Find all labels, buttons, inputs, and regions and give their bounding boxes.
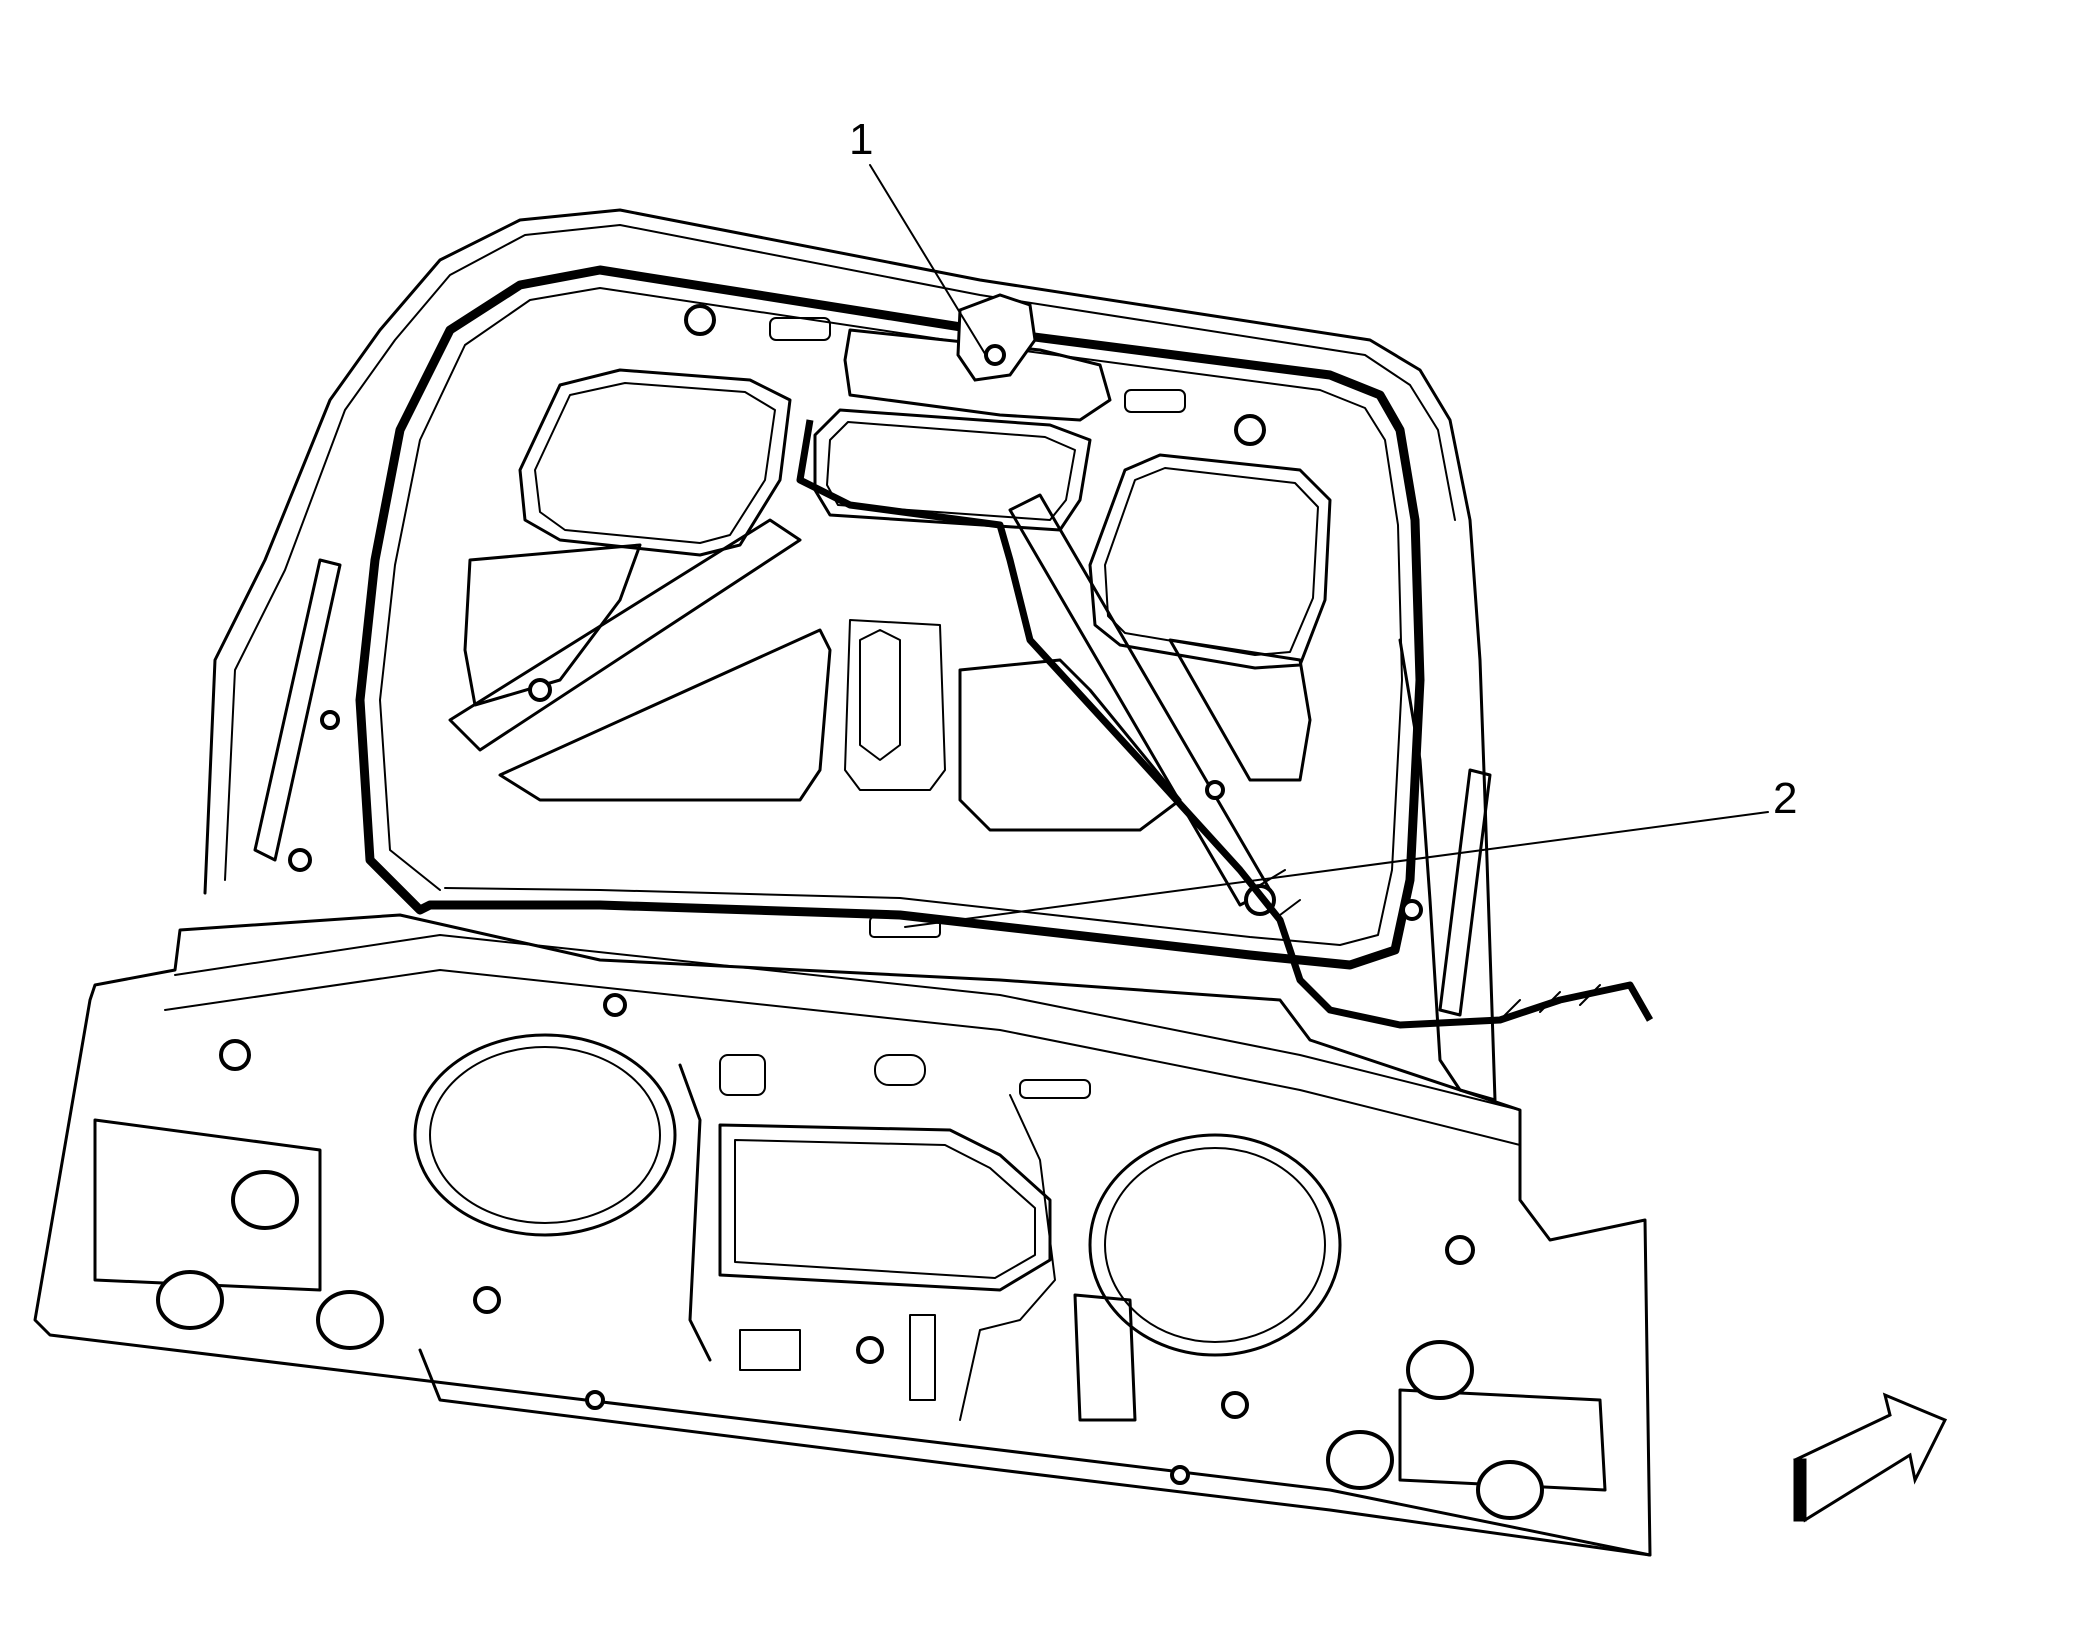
callout-2-label: 2 bbox=[1773, 774, 1798, 823]
callout-2-leader bbox=[904, 811, 1769, 928]
front-direction-arrow-icon bbox=[1793, 1392, 1948, 1523]
callout-1-label: 1 bbox=[849, 115, 874, 164]
callout-1-leader bbox=[869, 164, 991, 363]
rear-body-panel bbox=[33, 913, 1652, 1557]
deck-lid bbox=[203, 208, 1654, 1102]
